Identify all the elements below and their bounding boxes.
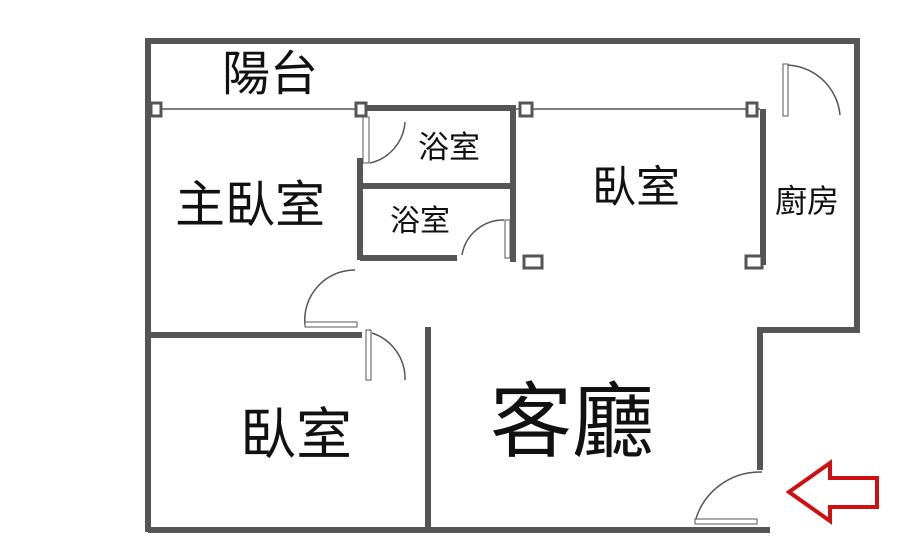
- doors: [304, 63, 841, 525]
- walls: [145, 38, 860, 533]
- bedroom-2-door: [371, 332, 406, 381]
- kitchen-door: [784, 64, 841, 116]
- room-label-bedroom-2: 臥室: [240, 403, 352, 468]
- bathroom-1-door: [369, 121, 406, 164]
- room-label-master-bedroom: 主臥室: [175, 176, 325, 234]
- room-label-bathroom-2: 浴室: [390, 204, 450, 239]
- entrance-door: [694, 471, 763, 523]
- posts: [149, 101, 764, 270]
- room-label-living-room: 客廳: [490, 375, 655, 470]
- bathroom-2-door: [461, 219, 505, 256]
- master-bedroom-door: [304, 269, 356, 326]
- room-label-balcony: 陽台: [222, 46, 319, 102]
- room-label-kitchen: 廚房: [775, 182, 840, 220]
- room-label-bedroom-1: 臥室: [592, 162, 680, 213]
- room-label-bathroom-1: 浴室: [418, 130, 480, 166]
- arrow-left-icon: [785, 459, 879, 525]
